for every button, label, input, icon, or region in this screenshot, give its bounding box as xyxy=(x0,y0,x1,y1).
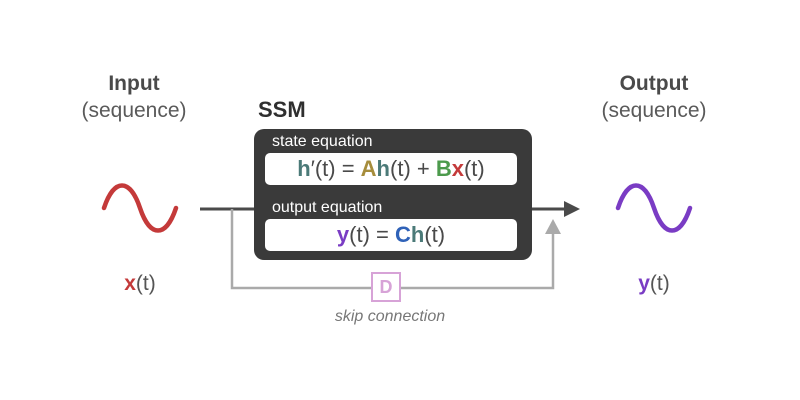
state-eq-B: B xyxy=(435,156,452,181)
state-eq-plus: + xyxy=(410,156,436,181)
output-arrow-head xyxy=(564,201,580,217)
output-eq-C: C xyxy=(394,222,411,247)
state-eq-equals: = xyxy=(335,156,361,181)
input-subtitle: (sequence) xyxy=(81,99,187,122)
skip-d-box: D xyxy=(371,272,401,302)
skip-connection-caption: skip connection xyxy=(334,308,446,325)
state-eq-prime-arg: ′(t) xyxy=(310,156,336,181)
input-var-arg: (t) xyxy=(135,272,156,295)
input-var-symbol: x xyxy=(124,272,136,295)
output-subtitle: (sequence) xyxy=(601,99,707,122)
output-title: Output xyxy=(619,72,689,95)
output-eq-arg2: (t) xyxy=(424,222,446,247)
state-eq-arg2: (t) xyxy=(390,156,411,181)
skip-arrow-head xyxy=(545,219,561,234)
state-eq-h2: h xyxy=(376,156,390,181)
output-eq-arg1: (t) xyxy=(349,222,370,247)
state-equation-caption: state equation xyxy=(272,133,373,150)
input-variable-label: x(t) xyxy=(100,272,180,296)
output-var-arg: (t) xyxy=(649,272,670,295)
state-eq-h: h xyxy=(297,156,311,181)
output-wave-icon xyxy=(615,183,693,233)
output-eq-h: h xyxy=(410,222,425,247)
ssm-title: SSM xyxy=(258,97,306,122)
state-eq-x: x xyxy=(451,156,464,181)
state-eq-arg3: (t) xyxy=(463,156,485,181)
input-title: Input xyxy=(108,72,160,95)
output-var-symbol: y xyxy=(638,272,650,295)
output-equation-caption: output equation xyxy=(272,199,383,216)
state-eq-A: A xyxy=(360,156,377,181)
output-eq-y: y xyxy=(336,222,350,247)
output-variable-label: y(t) xyxy=(614,272,694,296)
input-wave-icon xyxy=(101,183,179,233)
output-eq-equals: = xyxy=(369,222,395,247)
